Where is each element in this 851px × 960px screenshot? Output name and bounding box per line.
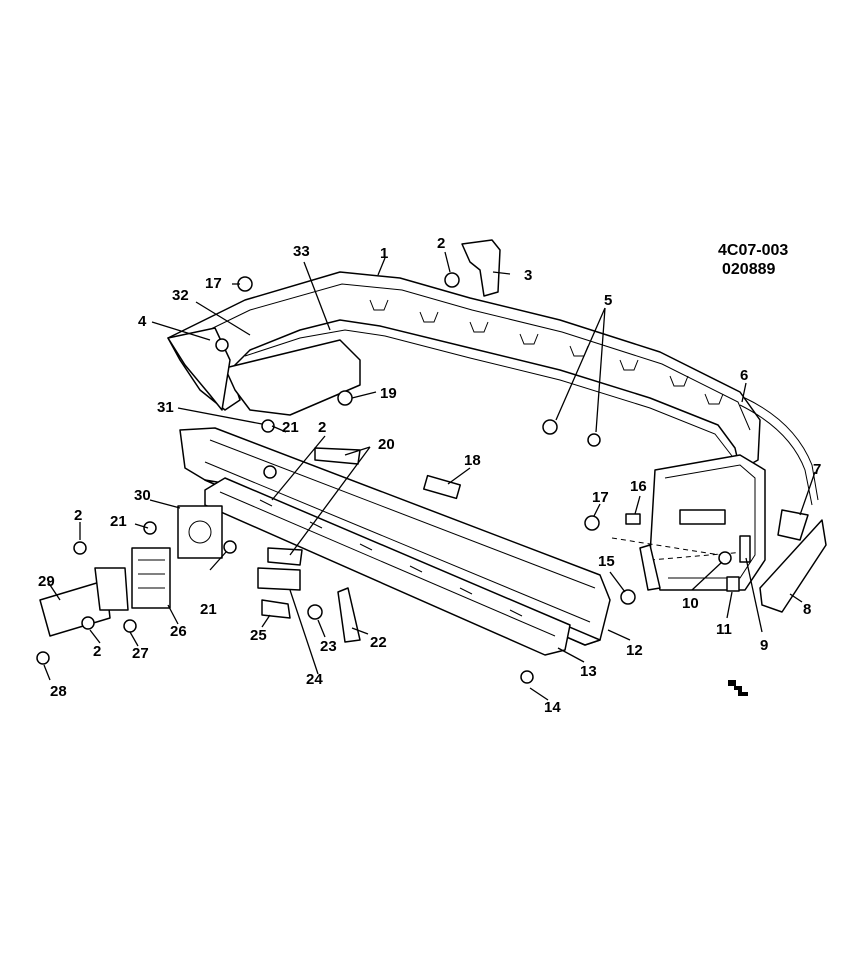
callout-3: 3: [524, 267, 532, 284]
callout-16: 16: [630, 478, 647, 495]
callout-15: 15: [598, 553, 615, 570]
callout-17b: 17: [592, 489, 609, 506]
callout-labels: 1 2 3 4 5 6 7 8 9 10 11 12 13 14 15 16 1…: [38, 235, 821, 716]
fastener-group: [36, 272, 809, 684]
callout-32: 32: [172, 287, 189, 304]
leader-lines: [43, 251, 816, 701]
callout-24: 24: [306, 671, 323, 688]
callout-6: 6: [740, 367, 748, 384]
drawing-code: 4C07-003: [718, 242, 788, 259]
end-cap-part: [759, 519, 827, 613]
callout-11: 11: [716, 621, 732, 638]
callout-29: 29: [38, 573, 55, 590]
clip-bracket-part: [461, 239, 501, 297]
callout-12: 12: [626, 642, 643, 659]
mount-plate-part: [177, 505, 223, 559]
callout-7: 7: [813, 461, 821, 478]
drawing-date-code: 020889: [722, 261, 775, 278]
callout-8: 8: [803, 601, 811, 618]
callout-17: 17: [205, 275, 222, 292]
callout-33: 33: [293, 243, 310, 260]
gm-service-logo-icon: [728, 680, 748, 696]
callout-5: 5: [604, 292, 612, 309]
callout-18: 18: [464, 452, 481, 469]
callout-14: 14: [544, 699, 561, 716]
callout-9: 9: [760, 637, 768, 654]
plate-part: [422, 474, 462, 500]
callout-21c: 21: [110, 513, 127, 530]
callout-2c: 2: [74, 507, 82, 524]
callout-26: 26: [170, 623, 187, 640]
bumper-bracket-part: [224, 339, 361, 416]
callout-22: 22: [370, 634, 387, 651]
callout-23: 23: [320, 638, 337, 655]
bumper-face-bar-part: [167, 271, 766, 591]
callout-21: 21: [282, 419, 299, 436]
callout-10: 10: [682, 595, 699, 612]
callout-21b: 21: [200, 601, 217, 618]
callout-20: 20: [378, 436, 395, 453]
callout-2d: 2: [93, 643, 101, 660]
callout-2b: 2: [318, 419, 326, 436]
molding-strip-part: [739, 397, 819, 506]
impact-bar-part: [179, 427, 611, 646]
callout-19: 19: [380, 385, 397, 402]
callout-25: 25: [250, 627, 267, 644]
bumper-end-bracket-part: [167, 327, 231, 411]
callout-30: 30: [134, 487, 151, 504]
callout-28: 28: [50, 683, 67, 700]
shim-plate-part: [131, 547, 171, 609]
callout-4: 4: [138, 313, 147, 330]
callout-31: 31: [157, 399, 174, 416]
callout-27: 27: [132, 645, 149, 662]
callout-1: 1: [380, 245, 388, 262]
callout-13: 13: [580, 663, 597, 680]
reinforcement-bar-part: [204, 477, 571, 656]
callout-2: 2: [437, 235, 445, 252]
